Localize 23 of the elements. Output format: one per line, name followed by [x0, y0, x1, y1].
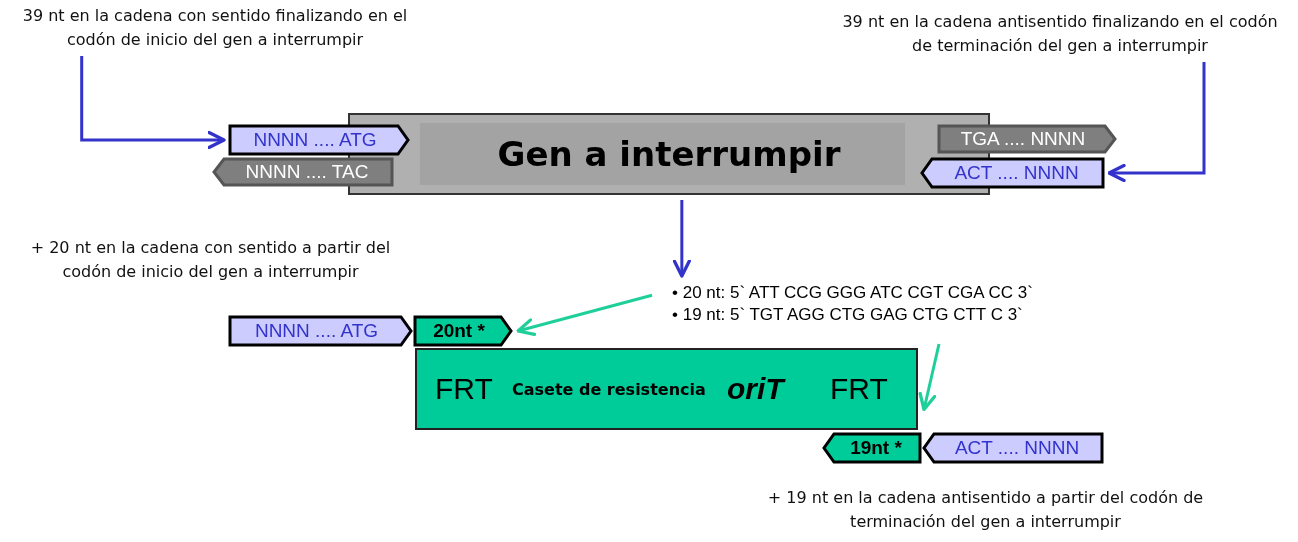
annotation-text: 39 nt en la cadena antisentido finalizando en el codón de terminación del gen a interrumpir [835, 10, 1285, 58]
arrow [918, 343, 941, 412]
primer-sequence: • 19 nt: 5` TGT AGG CTG GAG CTG CTT C 3` [672, 304, 1024, 326]
site-label: FRT [830, 372, 888, 406]
annotation-text: 39 nt en la cadena con sentido finalizando en el codón de inicio del gen a interrumpir [0, 4, 430, 52]
sequence-tag: ACT .... NNNN [922, 432, 1104, 464]
sequence-tag: ACT .... NNNN [920, 157, 1105, 189]
arrow [516, 293, 653, 336]
sequence-tag: NNNN .... ATG [228, 315, 413, 347]
annotation-text: + 20 nt en la cadena con sentido a partir del codón de inicio del gen a interrumpir [29, 237, 392, 283]
sequence-tag: NNNN .... ATG [228, 124, 410, 156]
sequence-tag: NNNN .... TAC [212, 157, 394, 187]
primer-sequence: • 20 nt: 5` ATT CCG GGG ATC CGT CGA CC 3` [672, 282, 1033, 304]
cassette-label: Casete de resistencia [512, 379, 706, 399]
arrow [672, 200, 691, 278]
sequence-tag: 20nt * [413, 315, 513, 347]
sequence-tag: 19nt * [822, 432, 922, 464]
sequence-tag: TGA .... NNNN [937, 124, 1117, 154]
site-label: FRT [435, 372, 493, 406]
arrow [80, 56, 226, 150]
arrow [1107, 62, 1206, 183]
annotation-text: + 19 nt en la cadena antisentido a partir del codón de terminación del gen a interrumpir [766, 487, 1205, 533]
site-label: oriT [727, 372, 784, 406]
